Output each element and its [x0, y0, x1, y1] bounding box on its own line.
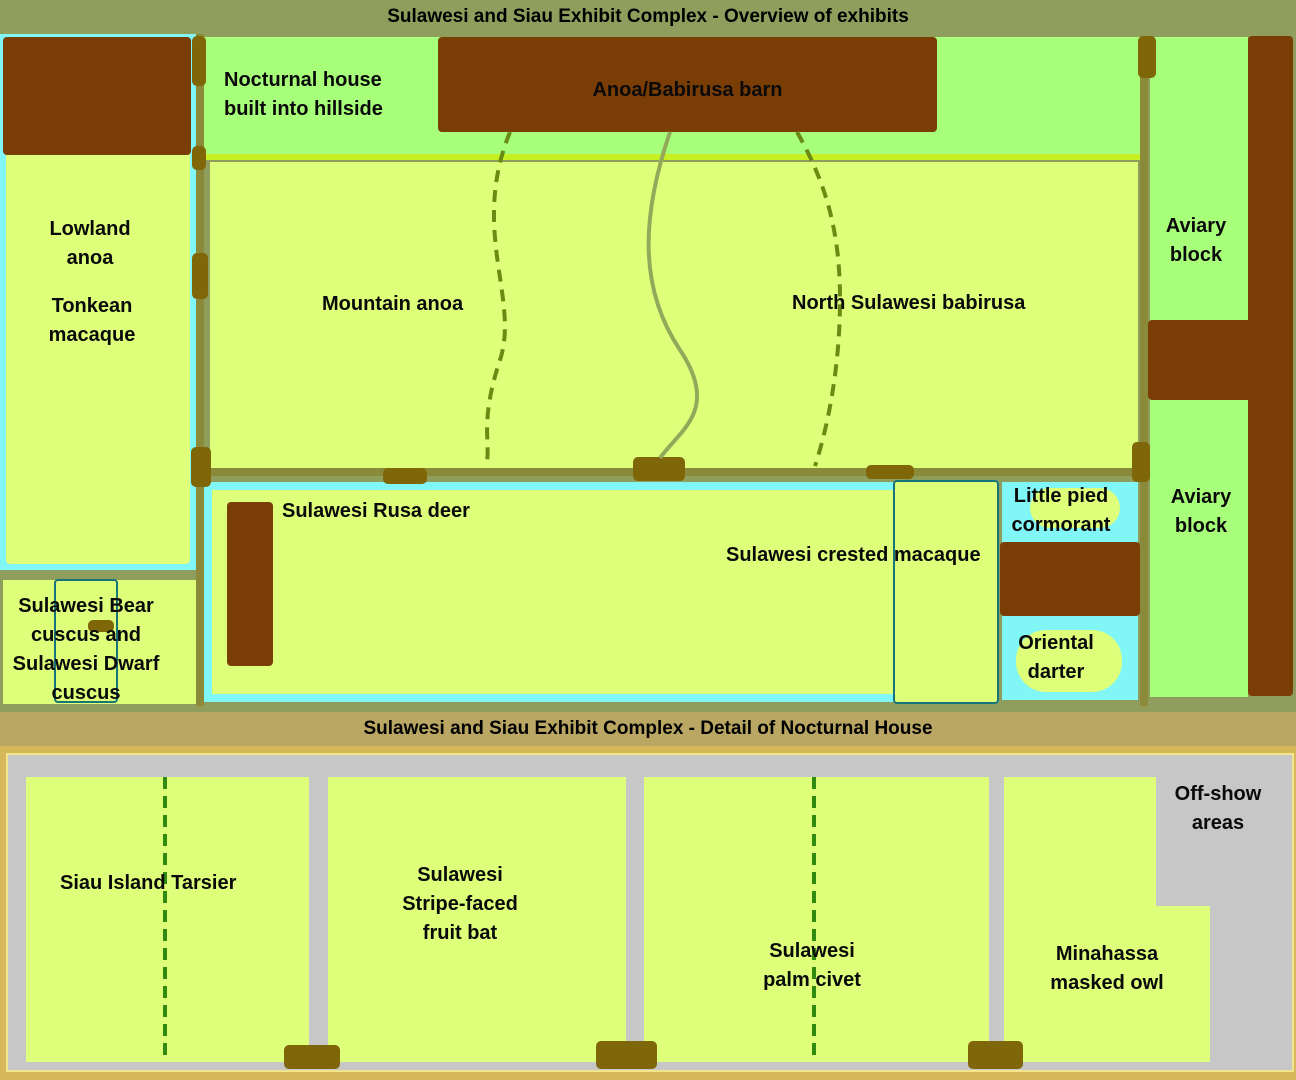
nocturnal-title-bar	[0, 712, 1296, 746]
fence-west	[196, 34, 204, 706]
nocturnal-house-label: Nocturnal house built into hillside	[224, 69, 383, 120]
fruit-bat-label: Sulawesi Stripe-faced fruit bat	[402, 864, 518, 944]
mountain-anoa-babirusa-enclosure	[210, 162, 1138, 468]
owl-enclosure-extension	[1156, 906, 1210, 1062]
gate	[1132, 442, 1150, 482]
nocturnal-title: Sulawesi and Siau Exhibit Complex - Deta…	[363, 718, 933, 739]
tarsier-enclosure	[26, 777, 309, 1062]
gate	[633, 457, 685, 481]
masked-owl-label: Minahassa masked owl	[1050, 943, 1164, 994]
rusa-deer-enclosure	[212, 490, 902, 694]
aviary-top-label: Aviary block	[1165, 215, 1227, 266]
cuscus-inner-pen	[54, 579, 118, 703]
rusa-deer-shelter	[227, 502, 273, 666]
waterbird-house	[1000, 542, 1140, 616]
lowland-anoa-label: Lowland anoa	[49, 218, 131, 269]
gate	[383, 468, 427, 484]
gate	[596, 1041, 657, 1069]
mountain-anoa-label: Mountain anoa	[322, 293, 464, 315]
dashed-divider-west	[485, 131, 512, 463]
off-show-label: Off-show areas	[1174, 783, 1262, 834]
cuscus-enclosure	[3, 580, 199, 704]
crested-macaque-label: Sulawesi crested macaque	[726, 544, 981, 566]
cormorant-label: Little pied cormorant	[1011, 485, 1111, 536]
anoa-babirusa-barn	[438, 37, 937, 132]
gate	[284, 1045, 340, 1069]
babirusa-label: North Sulawesi babirusa	[792, 292, 1026, 314]
hillside-edge	[204, 154, 1140, 160]
lowland-anoa-house	[3, 37, 191, 155]
fruit-bat-enclosure	[328, 777, 626, 1062]
gate	[968, 1041, 1023, 1069]
gate	[192, 146, 206, 170]
gate	[192, 36, 206, 86]
palm-civet-label: Sulawesi palm civet	[763, 940, 861, 991]
gate	[1138, 36, 1156, 78]
cuscus-label: Sulawesi Bear cuscus and Sulawesi Dwarf …	[12, 595, 160, 704]
tarsier-label: Siau Island Tarsier	[60, 872, 237, 894]
lowland-anoa-enclosure	[6, 150, 190, 564]
aviary-service-link	[1148, 320, 1258, 400]
darter-island	[1016, 630, 1122, 692]
owl-enclosure	[1004, 777, 1156, 1062]
palm-civet-enclosure	[644, 777, 989, 1062]
path-divider-center	[646, 131, 700, 460]
gate	[192, 253, 208, 299]
aviary-bottom-label: Aviary block	[1170, 486, 1232, 537]
crested-macaque-enclosure	[893, 480, 999, 704]
rusa-deer-label: Sulawesi Rusa deer	[282, 500, 470, 522]
overview-title: Sulawesi and Siau Exhibit Complex - Over…	[387, 6, 909, 27]
cormorant-island	[1030, 488, 1120, 528]
tonkean-macaque-label: Tonkean macaque	[48, 295, 136, 346]
barn-label: Anoa/Babirusa barn	[592, 79, 783, 101]
cuscus-gate	[88, 620, 114, 632]
gate	[866, 465, 914, 479]
gate	[191, 447, 211, 487]
fence-east	[1140, 40, 1148, 706]
darter-label: Oriental darter	[1018, 632, 1094, 683]
